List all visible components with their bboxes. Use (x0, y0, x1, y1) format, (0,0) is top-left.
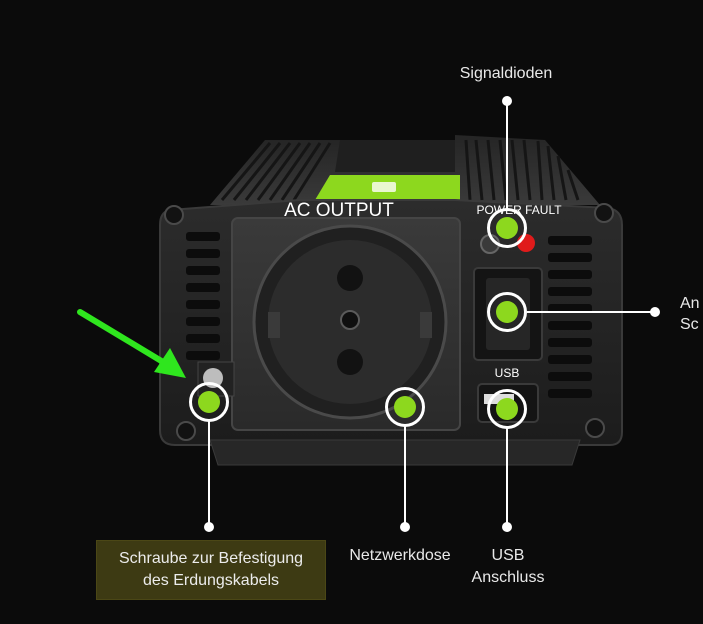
callout-schraube-line2: des Erdungskabels (142, 572, 280, 589)
pointer-arrow-icon (77, 309, 186, 378)
callout-netzwerkdose: Netzwerkdose (349, 547, 451, 564)
callout-usb-line1: USB (491, 547, 525, 564)
hotspot-socket[interactable] (385, 387, 425, 427)
callout-usb-line2: Anschluss (471, 569, 545, 586)
callout-lines (204, 96, 660, 532)
right-vents (548, 236, 592, 398)
callout-usb-anschluss: USB Anschluss (452, 545, 564, 589)
callout-right-line2: Sc (680, 316, 699, 333)
top-heatsink (210, 135, 600, 205)
left-vents (186, 232, 220, 360)
callout-schraube-highlight: Schraube zur Befestigung des Erdungskabe… (96, 540, 326, 600)
callout-right-truncated: An Sc (680, 293, 700, 335)
callout-signaldioden: Signaldioden (459, 65, 553, 82)
usb-port-text: USB (495, 366, 520, 380)
hotspot-usb[interactable] (487, 389, 527, 429)
ac-output-text: AC OUTPUT (284, 200, 394, 221)
hotspot-switch[interactable] (487, 292, 527, 332)
corner-screws (164, 203, 614, 441)
hotspot-ground-screw[interactable] (189, 382, 229, 422)
socket-icon (252, 224, 448, 420)
callout-schraube-line1: Schraube zur Befestigung (118, 550, 304, 567)
hotspot-signal-leds[interactable] (487, 208, 527, 248)
base-foot (209, 439, 581, 466)
callout-right-line1: An (680, 295, 700, 312)
